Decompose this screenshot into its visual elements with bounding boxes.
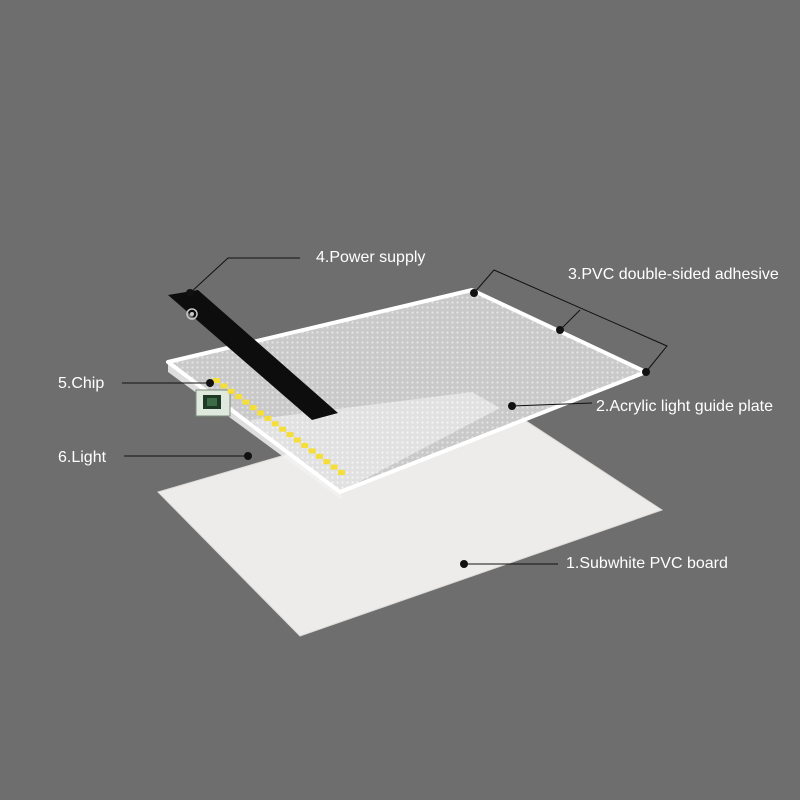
led: [315, 453, 323, 459]
power-supply-strip: [168, 290, 338, 420]
leader-pvc-adhesive-bracket: [473, 269, 668, 373]
marker-acrylic-plate: [508, 402, 516, 410]
led: [257, 410, 265, 416]
power-button-icon: [186, 308, 198, 320]
led: [308, 448, 316, 454]
leader-power-supply: [189, 257, 300, 294]
leader-acrylic-plate: [511, 402, 593, 407]
marker-chip: [206, 379, 214, 387]
marker-pvc-board: [460, 560, 468, 568]
label-light: 6.Light: [58, 449, 107, 466]
led: [330, 464, 338, 470]
label-power-supply: 4.Power supply: [316, 249, 425, 266]
led: [338, 470, 345, 475]
led: [249, 405, 257, 411]
led-strip: [213, 378, 345, 475]
led: [323, 459, 331, 465]
marker-power-supply: [186, 289, 194, 297]
led: [242, 399, 250, 405]
label-chip: 5.Chip: [58, 375, 104, 392]
marker-adhesive-top: [470, 289, 478, 297]
led: [235, 394, 243, 400]
label-pvc-board: 1.Subwhite PVC board: [566, 555, 728, 572]
led: [293, 437, 301, 443]
led: [213, 378, 220, 383]
marker-adhesive-mid: [556, 326, 564, 334]
led: [279, 426, 287, 432]
label-pvc-adhesive: 3.PVC double-sided adhesive: [568, 266, 779, 283]
led: [227, 388, 235, 394]
led: [220, 383, 228, 389]
led: [301, 442, 309, 448]
label-acrylic-plate: 2.Acrylic light guide plate: [596, 398, 773, 415]
led: [286, 432, 294, 438]
led: [264, 415, 272, 421]
marker-light: [244, 452, 252, 460]
marker-adhesive-right: [642, 368, 650, 376]
led: [271, 421, 279, 427]
leader-pvc-adhesive: [559, 309, 581, 331]
chip: [195, 389, 231, 417]
